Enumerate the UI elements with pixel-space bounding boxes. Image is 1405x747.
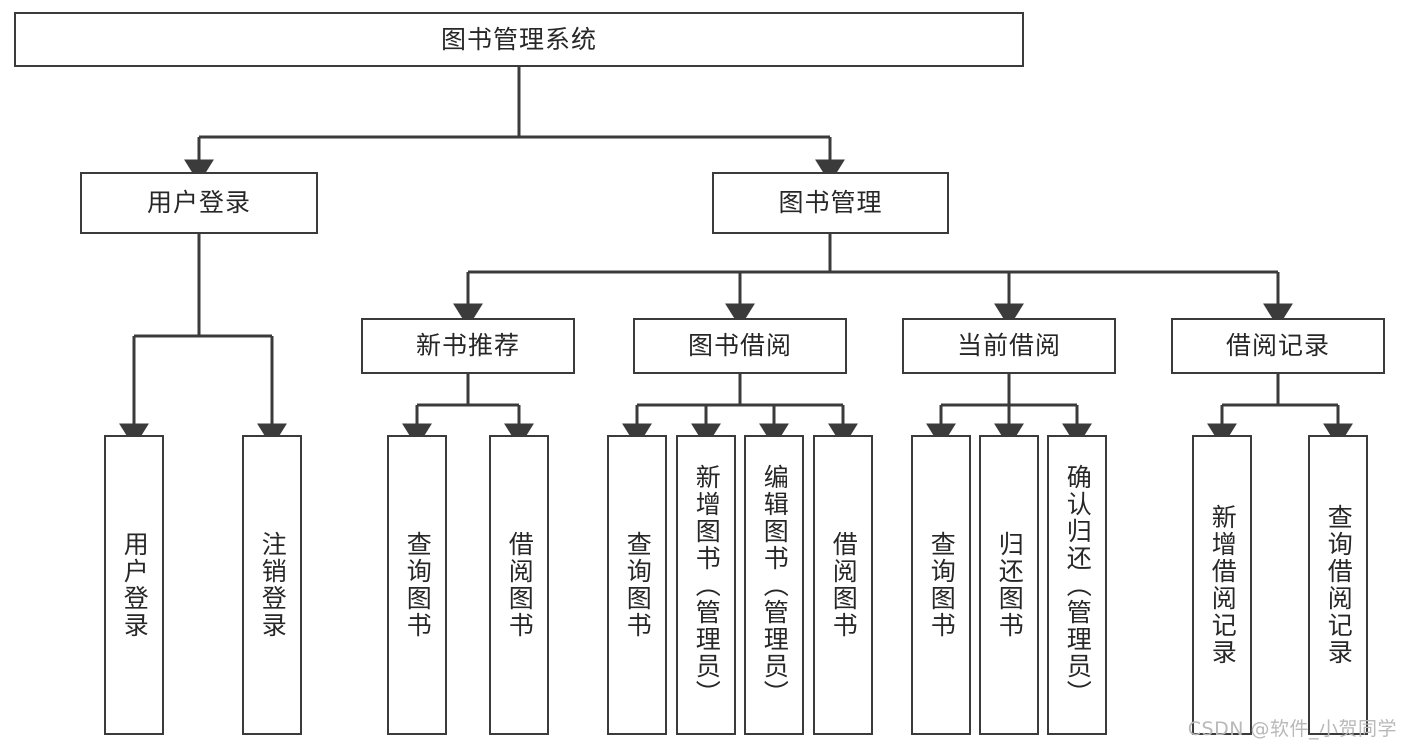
csdn-watermark: CSDN @软件_小贺同学 — [1187, 718, 1397, 740]
node-label: 查询图书 — [403, 531, 433, 639]
node-user-login[interactable]: 用户登录 — [80, 172, 318, 234]
node-book-manage[interactable]: 图书管理 — [712, 172, 949, 234]
node-label: 借阅记录 — [1225, 331, 1330, 361]
node-leaf-user-logout[interactable]: 注销登录 — [242, 435, 302, 735]
node-label: 图书管理 — [778, 188, 883, 218]
node-leaf-borrow-query-book[interactable]: 查询图书 — [607, 435, 667, 735]
node-leaf-borrow-edit-book[interactable]: 编辑图书（管理员） — [744, 435, 804, 735]
node-label: 新增借阅记录 — [1208, 504, 1238, 666]
node-label: 图书管理系统 — [440, 24, 597, 54]
node-label: 新书推荐 — [415, 331, 520, 361]
node-label: 编辑图书（管理员） — [760, 463, 790, 707]
node-label: 查询图书 — [623, 531, 653, 639]
node-root-system[interactable]: 图书管理系统 — [14, 12, 1024, 67]
node-leaf-rec-borrow-book[interactable]: 借阅图书 — [489, 435, 549, 735]
node-borrow-record[interactable]: 借阅记录 — [1171, 318, 1385, 374]
node-label: 用户登录 — [146, 188, 251, 218]
node-label: 确认归还（管理员） — [1063, 463, 1093, 707]
node-label: 注销登录 — [258, 531, 288, 639]
node-leaf-rec-query-book[interactable]: 查询图书 — [387, 435, 447, 735]
node-leaf-user-login[interactable]: 用户登录 — [104, 435, 164, 735]
node-leaf-current-return-book[interactable]: 归还图书 — [979, 435, 1039, 735]
node-leaf-current-query-book[interactable]: 查询图书 — [911, 435, 971, 735]
node-label: 当前借阅 — [956, 331, 1061, 361]
node-leaf-current-confirm-return[interactable]: 确认归还（管理员） — [1047, 435, 1107, 735]
node-label: 图书借阅 — [687, 331, 792, 361]
node-label: 用户登录 — [120, 531, 150, 639]
node-label: 借阅图书 — [505, 531, 535, 639]
node-label: 新增图书（管理员） — [692, 463, 722, 707]
node-leaf-record-add[interactable]: 新增借阅记录 — [1192, 435, 1252, 735]
node-label: 归还图书 — [995, 531, 1025, 639]
node-leaf-borrow-do-borrow[interactable]: 借阅图书 — [813, 435, 873, 735]
node-leaf-record-search[interactable]: 查询借阅记录 — [1308, 435, 1368, 735]
node-book-borrow[interactable]: 图书借阅 — [633, 318, 847, 374]
node-current-borrow[interactable]: 当前借阅 — [902, 318, 1116, 374]
node-new-book-recommend[interactable]: 新书推荐 — [361, 318, 575, 374]
node-label: 查询图书 — [927, 531, 957, 639]
node-leaf-borrow-add-book[interactable]: 新增图书（管理员） — [676, 435, 736, 735]
node-label: 查询借阅记录 — [1324, 504, 1354, 666]
node-label: 借阅图书 — [829, 531, 859, 639]
